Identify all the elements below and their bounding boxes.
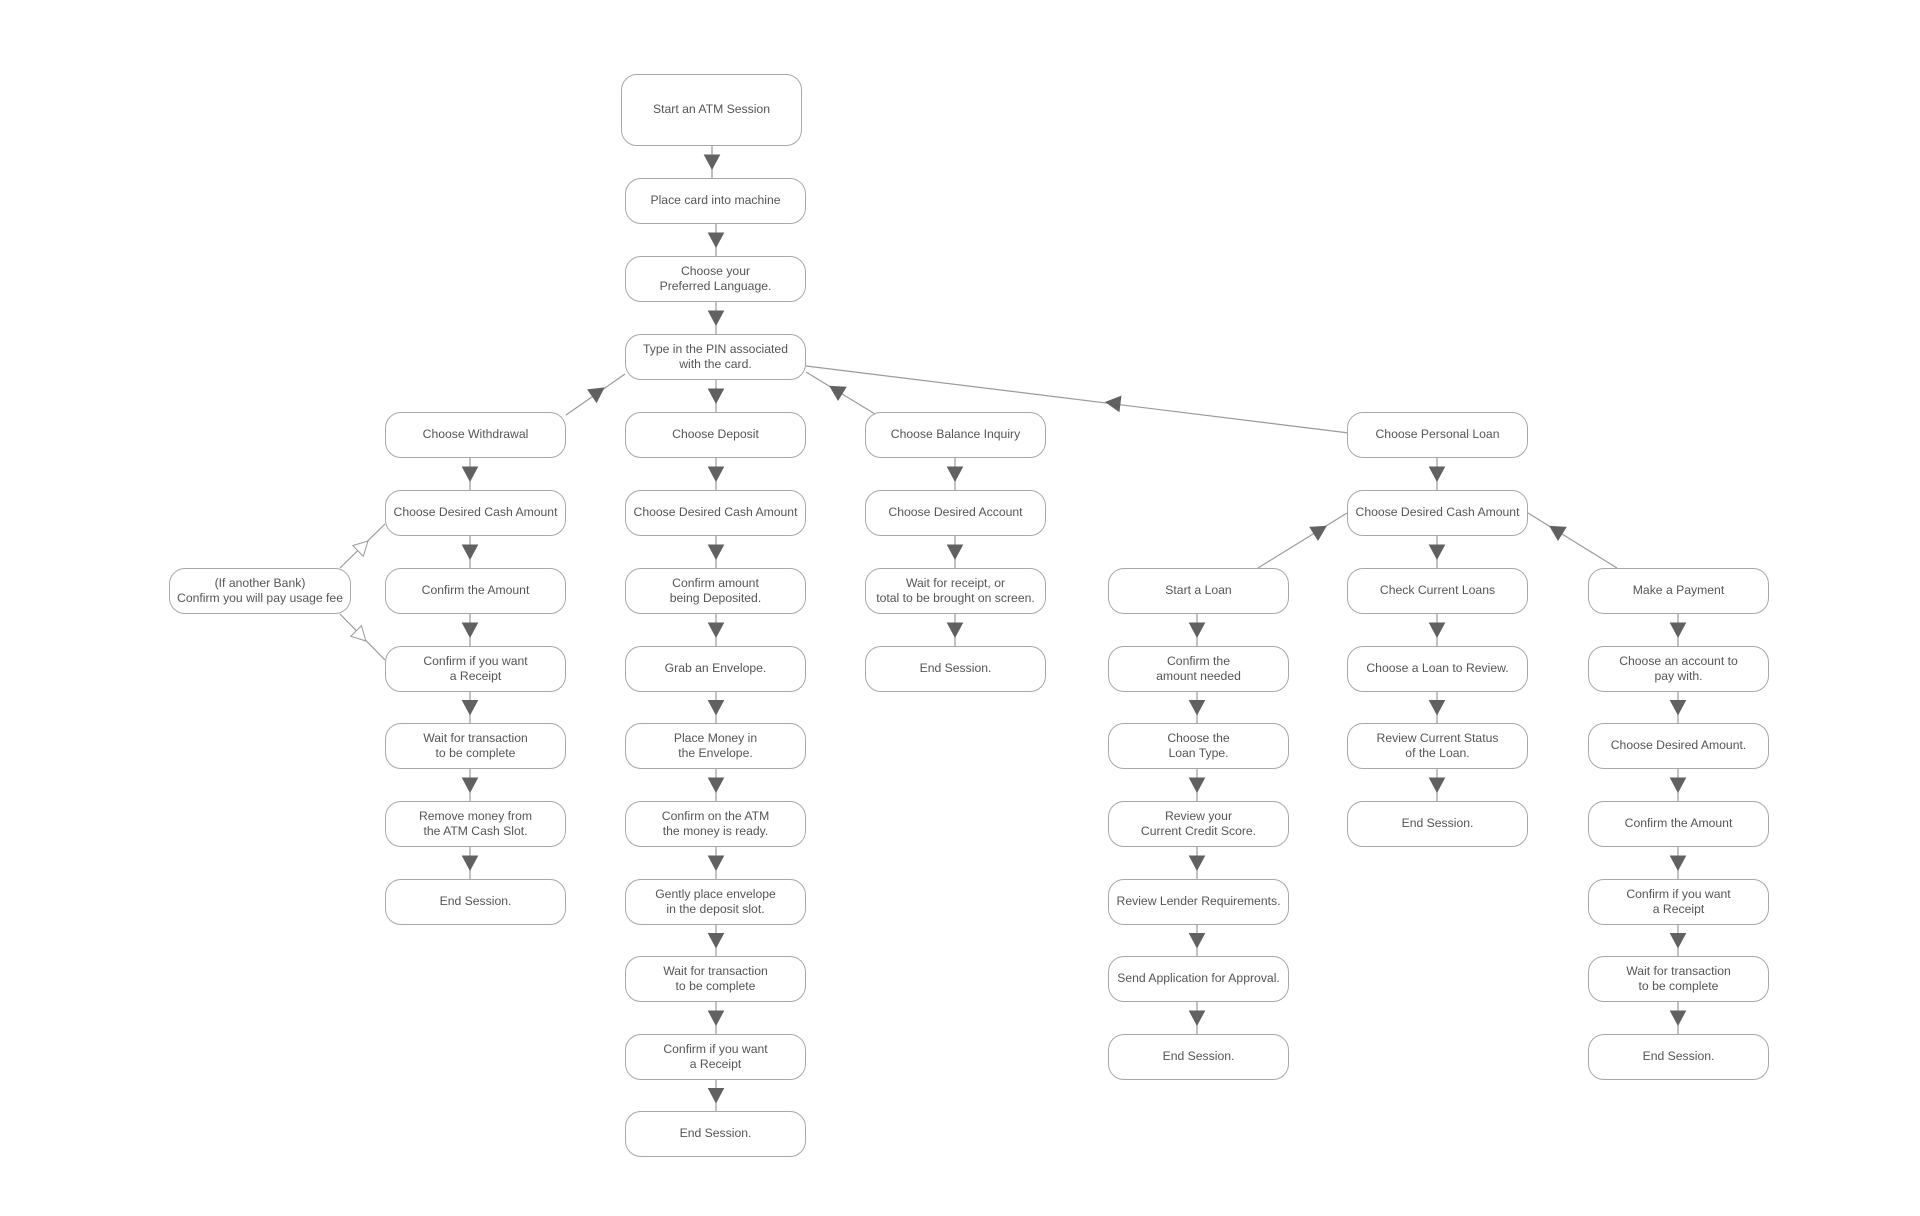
edge-withdrawal-4-arrowhead [461,700,479,716]
node-deposit-place-envelope[interactable]: Gently place envelope in the deposit slo… [625,879,806,925]
node-check-current-loans[interactable]: Check Current Loans [1347,568,1528,614]
edge-loan-pin-arrowhead [1105,395,1122,413]
edge-start-card-arrowhead [703,154,721,171]
edge-payment-loanamount-line [1527,512,1618,569]
edge-checkloans-3-arrowhead [1428,700,1446,716]
edge-deposit-7-arrowhead [707,933,725,949]
edge-loan-1-arrowhead [1428,466,1446,483]
node-choose-deposit[interactable]: Choose Deposit [625,412,806,458]
edge-loan-pin-line [805,365,1350,434]
node-start-atm-session[interactable]: Start an ATM Session [621,74,802,146]
edge-loanamount-start-arrowhead [1309,525,1327,542]
node-payment-wait[interactable]: Wait for transaction to be complete [1588,956,1769,1002]
node-deposit-grab-envelope[interactable]: Grab an Envelope. [625,646,806,692]
edge-payment-0-arrowhead [1669,622,1687,639]
node-loan-type[interactable]: Choose the Loan Type. [1108,723,1289,769]
node-withdrawal-wait[interactable]: Wait for transaction to be complete [385,723,566,769]
edge-deposit-3-arrowhead [707,622,725,639]
edge-deposit-1-arrowhead [707,466,725,483]
edge-deposit-5-arrowhead [707,777,725,794]
edge-payment-2-arrowhead [1669,777,1687,794]
node-usage-fee[interactable]: (If another Bank) Confirm you will pay u… [169,568,351,614]
node-deposit-confirm-ready[interactable]: Confirm on the ATM the money is ready. [625,801,806,847]
edge-fee-top-arrowhead [351,540,369,558]
node-balance-wait[interactable]: Wait for receipt, or total to be brought… [865,568,1046,614]
node-payment-end[interactable]: End Session. [1588,1034,1769,1080]
edge-payment-loanamount-arrowhead [1549,525,1567,542]
edge-pin-withdrawal-arrowhead [587,387,605,404]
edge-fee-bottom-arrowhead [349,624,367,642]
edge-balance-3-arrowhead [946,622,964,639]
node-make-payment[interactable]: Make a Payment [1588,568,1769,614]
node-payment-account[interactable]: Choose an account to pay with. [1588,646,1769,692]
edge-balance-2-arrowhead [946,544,964,561]
edge-withdrawal-1-arrowhead [461,466,479,483]
node-payment-confirm-amount[interactable]: Confirm the Amount [1588,801,1769,847]
node-loan-send-application[interactable]: Send Application for Approval. [1108,956,1289,1002]
edge-startloan-6-arrowhead [1188,1010,1206,1027]
edge-startloan-2-arrowhead [1188,700,1206,716]
edge-deposit-2-arrowhead [707,544,725,561]
edge-balance-1-arrowhead [946,466,964,483]
edge-deposit-4-arrowhead [707,700,725,716]
edge-startloan-1-arrowhead [1188,622,1206,639]
edge-checkloans-1-arrowhead [1428,544,1446,561]
node-withdrawal-end[interactable]: End Session. [385,879,566,925]
edge-withdrawal-3-arrowhead [461,622,479,639]
node-loan-end[interactable]: End Session. [1108,1034,1289,1080]
node-choose-personal-loan[interactable]: Choose Personal Loan [1347,412,1528,458]
node-place-card[interactable]: Place card into machine [625,178,806,224]
edge-payment-1-arrowhead [1669,700,1687,716]
edge-deposit-9-arrowhead [707,1088,725,1104]
edge-payment-5-arrowhead [1669,1010,1687,1027]
edge-loanamount-start-line [1257,512,1348,569]
node-withdrawal-receipt[interactable]: Confirm if you want a Receipt [385,646,566,692]
node-loan-lender-requirements[interactable]: Review Lender Requirements. [1108,879,1289,925]
node-type-pin[interactable]: Type in the PIN associated with the card… [625,334,806,380]
node-choose-language[interactable]: Choose your Preferred Language. [625,256,806,302]
edge-payment-3-arrowhead [1669,855,1687,872]
edge-startloan-4-arrowhead [1188,855,1206,872]
node-payment-amount[interactable]: Choose Desired Amount. [1588,723,1769,769]
edge-payment-4-arrowhead [1669,933,1687,949]
node-choose-loan-to-review[interactable]: Choose a Loan to Review. [1347,646,1528,692]
edge-startloan-5-arrowhead [1188,933,1206,949]
node-withdrawal-cash-amount[interactable]: Choose Desired Cash Amount [385,490,566,536]
node-deposit-receipt[interactable]: Confirm if you want a Receipt [625,1034,806,1080]
edge-balance-pin-arrowhead [829,385,847,402]
node-balance-account[interactable]: Choose Desired Account [865,490,1046,536]
edge-deposit-8-arrowhead [707,1010,725,1027]
edge-startloan-3-arrowhead [1188,777,1206,794]
node-deposit-confirm-amount[interactable]: Confirm amount being Deposited. [625,568,806,614]
node-check-loans-end[interactable]: End Session. [1347,801,1528,847]
edge-card-lang-arrowhead [707,232,725,249]
edge-withdrawal-5-arrowhead [461,777,479,794]
node-start-loan[interactable]: Start a Loan [1108,568,1289,614]
node-deposit-cash-amount[interactable]: Choose Desired Cash Amount [625,490,806,536]
node-loan-confirm-amount[interactable]: Confirm the amount needed [1108,646,1289,692]
edge-withdrawal-6-arrowhead [461,855,479,872]
node-loan-cash-amount[interactable]: Choose Desired Cash Amount [1347,490,1528,536]
node-review-loan-status[interactable]: Review Current Status of the Loan. [1347,723,1528,769]
node-deposit-wait[interactable]: Wait for transaction to be complete [625,956,806,1002]
edge-deposit-6-arrowhead [707,855,725,872]
node-withdrawal-confirm-amount[interactable]: Confirm the Amount [385,568,566,614]
edge-checkloans-2-arrowhead [1428,622,1446,639]
node-deposit-place-money[interactable]: Place Money in the Envelope. [625,723,806,769]
edge-pin-deposit-arrowhead [707,388,725,405]
node-choose-balance-inquiry[interactable]: Choose Balance Inquiry [865,412,1046,458]
node-payment-receipt[interactable]: Confirm if you want a Receipt [1588,879,1769,925]
edge-checkloans-4-arrowhead [1428,777,1446,794]
node-deposit-end[interactable]: End Session. [625,1111,806,1157]
node-withdrawal-remove-money[interactable]: Remove money from the ATM Cash Slot. [385,801,566,847]
edge-lang-pin-arrowhead [707,310,725,327]
node-choose-withdrawal[interactable]: Choose Withdrawal [385,412,566,458]
node-balance-end[interactable]: End Session. [865,646,1046,692]
edge-withdrawal-2-arrowhead [461,544,479,561]
node-loan-credit-score[interactable]: Review your Current Credit Score. [1108,801,1289,847]
